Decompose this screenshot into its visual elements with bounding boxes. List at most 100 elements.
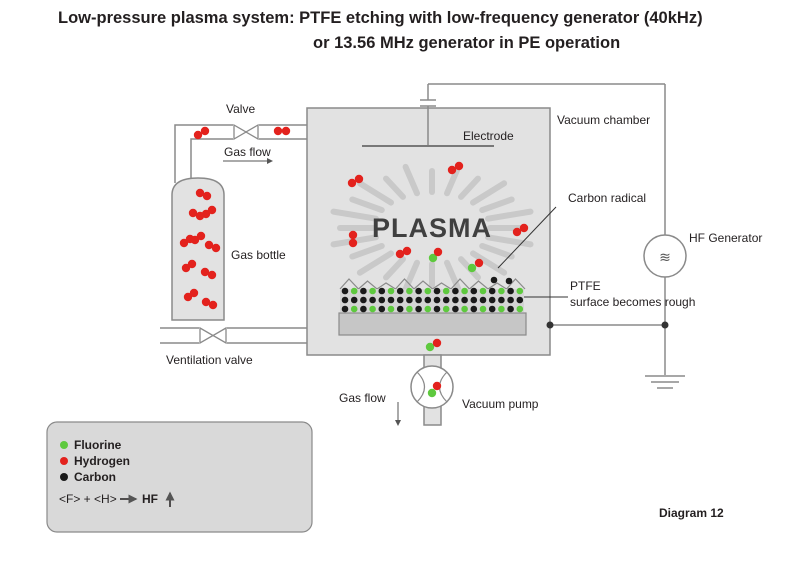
- ptfe-atom: [396, 305, 404, 313]
- title-line-1: Low-pressure plasma system: PTFE etching…: [58, 9, 703, 27]
- legend-reaction-right: HF: [142, 492, 158, 506]
- atom: [208, 300, 218, 310]
- ptfe-atom: [350, 287, 358, 295]
- plasma-ray: [402, 259, 420, 293]
- ptfe-label: PTFE: [570, 279, 601, 293]
- atom: [181, 263, 191, 273]
- ptfe-atom: [415, 305, 422, 313]
- ptfe-substrate: [338, 312, 527, 336]
- gas-supply-pipe: [174, 124, 307, 183]
- ptfe-atom: [360, 305, 367, 313]
- ptfe-atom: [378, 305, 386, 313]
- capacitor-icon: [420, 99, 436, 145]
- ptfe-atom: [387, 296, 395, 304]
- atom: [187, 259, 197, 269]
- plasma-ray: [444, 163, 462, 197]
- plasma-ray: [356, 180, 394, 206]
- atom: [402, 246, 412, 256]
- ventilation-valve-icon[interactable]: [199, 326, 227, 345]
- ptfe-atom: [461, 296, 468, 304]
- ptfe-atom: [341, 296, 349, 304]
- carbon-radical-label: Carbon radical: [568, 191, 646, 205]
- atom: [189, 288, 199, 298]
- atom: [185, 234, 195, 244]
- carbon-swatch: [60, 473, 68, 481]
- plasma-label: PLASMA: [372, 213, 492, 243]
- ptfe-atom: [341, 287, 349, 295]
- ptfe-atom: [369, 305, 376, 313]
- plasma-ray: [383, 175, 406, 200]
- ptfe-atom: [424, 305, 432, 313]
- atom: [467, 263, 477, 273]
- ptfe-atom: [406, 296, 413, 304]
- ground-icon: [645, 375, 685, 389]
- atom: [200, 267, 210, 277]
- legend-hydrogen: Hydrogen: [74, 454, 130, 468]
- ptfe-atom: [516, 287, 524, 295]
- gas-flow-bottom-label: Gas flow: [339, 391, 386, 405]
- atom: [201, 297, 211, 307]
- ptfe-atom: [350, 296, 358, 304]
- hf-generator-label: HF Generator: [689, 231, 762, 245]
- ptfe-atom: [507, 305, 514, 313]
- ptfe-atom: [415, 287, 422, 295]
- atom: [425, 342, 435, 352]
- legend-carbon: Carbon: [74, 470, 116, 484]
- ptfe-atom: [470, 296, 478, 304]
- ptfe-polymer-band: [340, 289, 524, 312]
- atom: [432, 381, 442, 391]
- ptfe-atom: [488, 287, 496, 295]
- plasma-ray: [402, 163, 420, 197]
- connection-node: [546, 321, 554, 329]
- ptfe-atom: [479, 296, 487, 304]
- ptfe-atom: [442, 305, 450, 313]
- atom: [348, 230, 358, 240]
- pump-pipe: [423, 354, 442, 426]
- ptfe-atom: [406, 287, 413, 295]
- connection-node: [661, 321, 669, 329]
- atom: [183, 292, 193, 302]
- atom: [273, 126, 283, 136]
- atom: [519, 223, 529, 233]
- plasma-ray: [349, 242, 385, 260]
- ptfe-atom: [433, 287, 441, 295]
- atom: [432, 338, 442, 348]
- ptfe-atom: [378, 296, 386, 304]
- atom: [433, 247, 443, 257]
- atom: [188, 208, 198, 218]
- ptfe-atom: [516, 296, 524, 304]
- ptfe-atom: [479, 287, 487, 295]
- ptfe-atom: [498, 287, 505, 295]
- plasma-ray: [485, 208, 534, 222]
- plasma-ray: [444, 259, 462, 293]
- ptfe-atom: [507, 296, 514, 304]
- plasma-ray: [485, 234, 534, 248]
- legend-box: Fluorine Hydrogen Carbon <F> + <H> HF: [46, 421, 313, 533]
- plasma-ray: [349, 196, 385, 214]
- ptfe-atom: [498, 305, 505, 313]
- ptfe-atom: [369, 287, 376, 295]
- ptfe-atom: [488, 305, 496, 313]
- legend-fluorine: Fluorine: [74, 438, 122, 452]
- ptfe-atom: [415, 296, 422, 304]
- ptfe-atom: [479, 305, 487, 313]
- ptfe-atom: [433, 296, 441, 304]
- ptfe-atom: [498, 296, 505, 304]
- atom: [428, 253, 438, 263]
- atom: [447, 165, 457, 175]
- plasma-ray: [470, 250, 508, 276]
- hf-generator-icon[interactable]: [643, 234, 687, 278]
- atom: [179, 238, 189, 248]
- diagram-number: Diagram 12: [659, 506, 724, 520]
- ptfe-atom: [424, 287, 432, 295]
- atom: [348, 238, 358, 248]
- plasma-ray: [330, 208, 379, 222]
- electrode-label: Electrode: [463, 129, 514, 143]
- gas-flow-top-label: Gas flow: [224, 145, 271, 159]
- valve-icon[interactable]: [233, 123, 259, 141]
- atom: [207, 270, 217, 280]
- carbon-radical-pointer: [497, 206, 557, 269]
- ptfe-atom: [360, 287, 367, 295]
- plasma-ray: [458, 175, 481, 200]
